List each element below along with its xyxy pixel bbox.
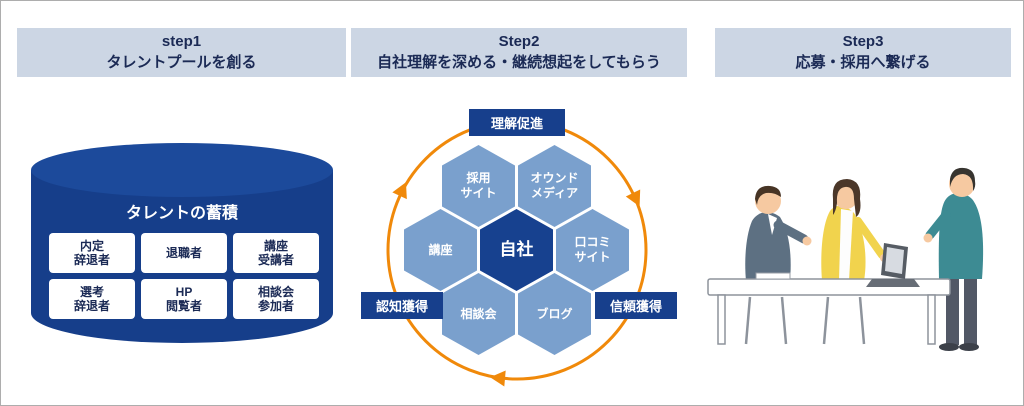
step1-subtitle: タレントプールを創る: [106, 53, 257, 71]
step2-title: Step2: [498, 33, 540, 51]
step2-subtitle: 自社理解を深める・継続想起をしてもらう: [377, 53, 661, 71]
cycle-arrowhead-icon: [625, 189, 641, 207]
step3-header: Step3 応募・採用へ繋げる: [715, 28, 1011, 77]
talent-pool-title: タレントの蓄積: [125, 205, 238, 222]
hexagon-blog: ブログ: [518, 273, 591, 355]
talent-pool-item: HP 閲覧者: [141, 279, 227, 319]
label-awareness: 認知獲得: [361, 292, 443, 319]
cylinder-top: [31, 143, 333, 197]
step1-title: step1: [161, 33, 202, 51]
person-middle-woman: [821, 179, 888, 281]
table: [707, 278, 951, 345]
step2-header: Step2 自社理解を深める・継続想起をしてもらう: [351, 28, 687, 77]
label-trust: 信頼獲得: [595, 292, 677, 319]
talent-pool-cylinder: タレントの蓄積 内定 辞退者 退職者 講座 受講者 選考 辞退者 HP 閲覧者 …: [31, 143, 333, 343]
hexagon-owned-media: オウンド メディア: [518, 145, 591, 227]
papers: [755, 272, 791, 280]
step3-subtitle: 応募・採用へ繋げる: [795, 53, 931, 71]
talent-pool-item: 講座 受講者: [233, 233, 319, 273]
talent-pool-grid: 内定 辞退者 退職者 講座 受講者 選考 辞退者 HP 閲覧者 相談会 参加者: [49, 233, 319, 319]
step3-title: Step3: [842, 33, 884, 51]
talent-pool-item: 内定 辞退者: [49, 233, 135, 273]
talent-pool-item: 選考 辞退者: [49, 279, 135, 319]
laptop: [866, 243, 920, 287]
person-right-man: [923, 167, 984, 351]
label-understanding: 理解促進: [469, 109, 565, 136]
chair-legs: [744, 296, 866, 345]
step1-header: step1 タレントプールを創る: [17, 28, 346, 77]
talent-pool-item: 相談会 参加者: [233, 279, 319, 319]
cycle-arrowhead-icon: [490, 370, 506, 387]
cycle-arrowhead-icon: [392, 182, 407, 200]
interview-illustration: [707, 167, 984, 351]
talent-pool-item: 退職者: [141, 233, 227, 273]
hexagon-review-site: 口コミ サイト: [556, 209, 629, 291]
person-left-man: [745, 185, 812, 281]
